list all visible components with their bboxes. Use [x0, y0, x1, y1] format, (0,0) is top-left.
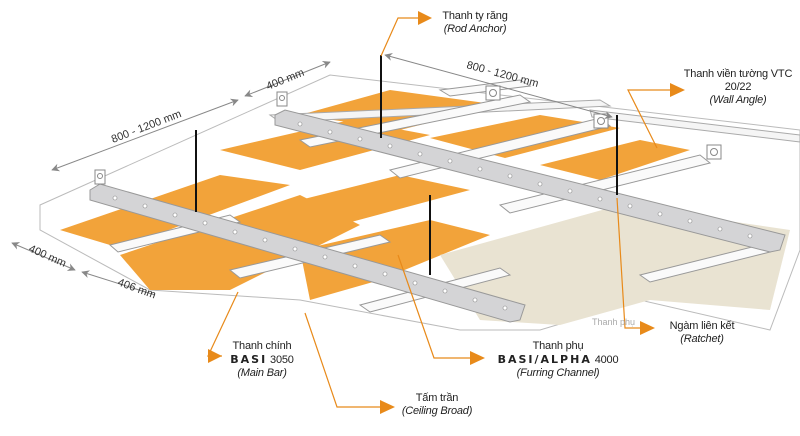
leader-rod-anchor: [380, 17, 418, 57]
label-ratchet-en: (Ratchet): [680, 333, 724, 345]
label-main-bar-en: (Main Bar): [237, 367, 287, 379]
label-furring-channel-vi: Thanh phụ: [532, 340, 584, 352]
faded-note: Thanh phụ: [592, 317, 635, 327]
label-main-bar-vi: Thanh chính: [232, 340, 292, 352]
leader-arrowheads: [208, 11, 685, 414]
ceiling-board: [300, 220, 490, 300]
arrowhead-icon: [418, 11, 432, 25]
dim-line-400-left: [11, 242, 76, 271]
main-bars: [89, 109, 786, 323]
dim-line-400-top: [244, 60, 331, 98]
dim-line-406: [81, 270, 156, 296]
main-bar: [274, 109, 786, 253]
label-ceiling-board-vi: Tấm trần: [415, 392, 459, 404]
label-wall-angle-vi: Thanh viền tường VTC 20/22: [683, 68, 793, 93]
label-main-bar: Thanh chính BASI 3050 (Main Bar): [222, 340, 302, 380]
label-ceiling-board-en: (Ceiling Broad): [401, 405, 473, 417]
leader-ceiling-board: [304, 312, 380, 408]
main-bar-brand: BASI: [230, 353, 268, 366]
label-rod-anchor-en: (Rod Anchor): [443, 23, 507, 35]
main-bar-model: 3050: [270, 354, 294, 366]
ceiling-board: [540, 140, 690, 180]
label-ceiling-board: Tấm trần (Ceiling Broad): [396, 392, 478, 418]
label-rod-anchor: Thanh ty răng (Rod Anchor): [432, 10, 518, 36]
label-ratchet-vi: Ngàm liên kết: [669, 320, 735, 332]
dim-line-800-1200-left: [51, 98, 239, 172]
arrowhead-icon: [380, 400, 395, 414]
furring-channel-model: 4000: [594, 354, 619, 366]
label-wall-angle-en: (Wall Angle): [709, 94, 767, 106]
dim-800-1200-left: 800 - 1200 mm: [110, 108, 183, 146]
label-furring-channel-en: (Furring Channel): [516, 367, 600, 379]
label-furring-channel: Thanh phụ BASI/ALPHA 4000 (Furring Chann…: [478, 340, 638, 380]
arrowhead-icon: [670, 83, 685, 97]
label-rod-anchor-vi: Thanh ty răng: [442, 10, 508, 22]
dim-400-left: 400 mm: [27, 243, 68, 270]
leader-ratchet: [616, 197, 640, 329]
dim-line-800-1200-right: [384, 53, 613, 119]
leader-wall-angle: [627, 89, 670, 149]
furring-channel-brand: BASI/ALPHA: [497, 353, 592, 366]
label-ratchet: Ngàm liên kết (Ratchet): [660, 320, 744, 346]
leader-furring-channel: [397, 254, 470, 359]
arrowhead-icon: [470, 351, 485, 365]
arrowhead-icon: [640, 321, 655, 335]
label-wall-angle: Thanh viền tường VTC 20/22 (Wall Angle): [676, 68, 800, 107]
dimension-lines: [11, 53, 613, 296]
furring-channel: [498, 154, 712, 214]
arrowhead-icon: [208, 349, 222, 363]
